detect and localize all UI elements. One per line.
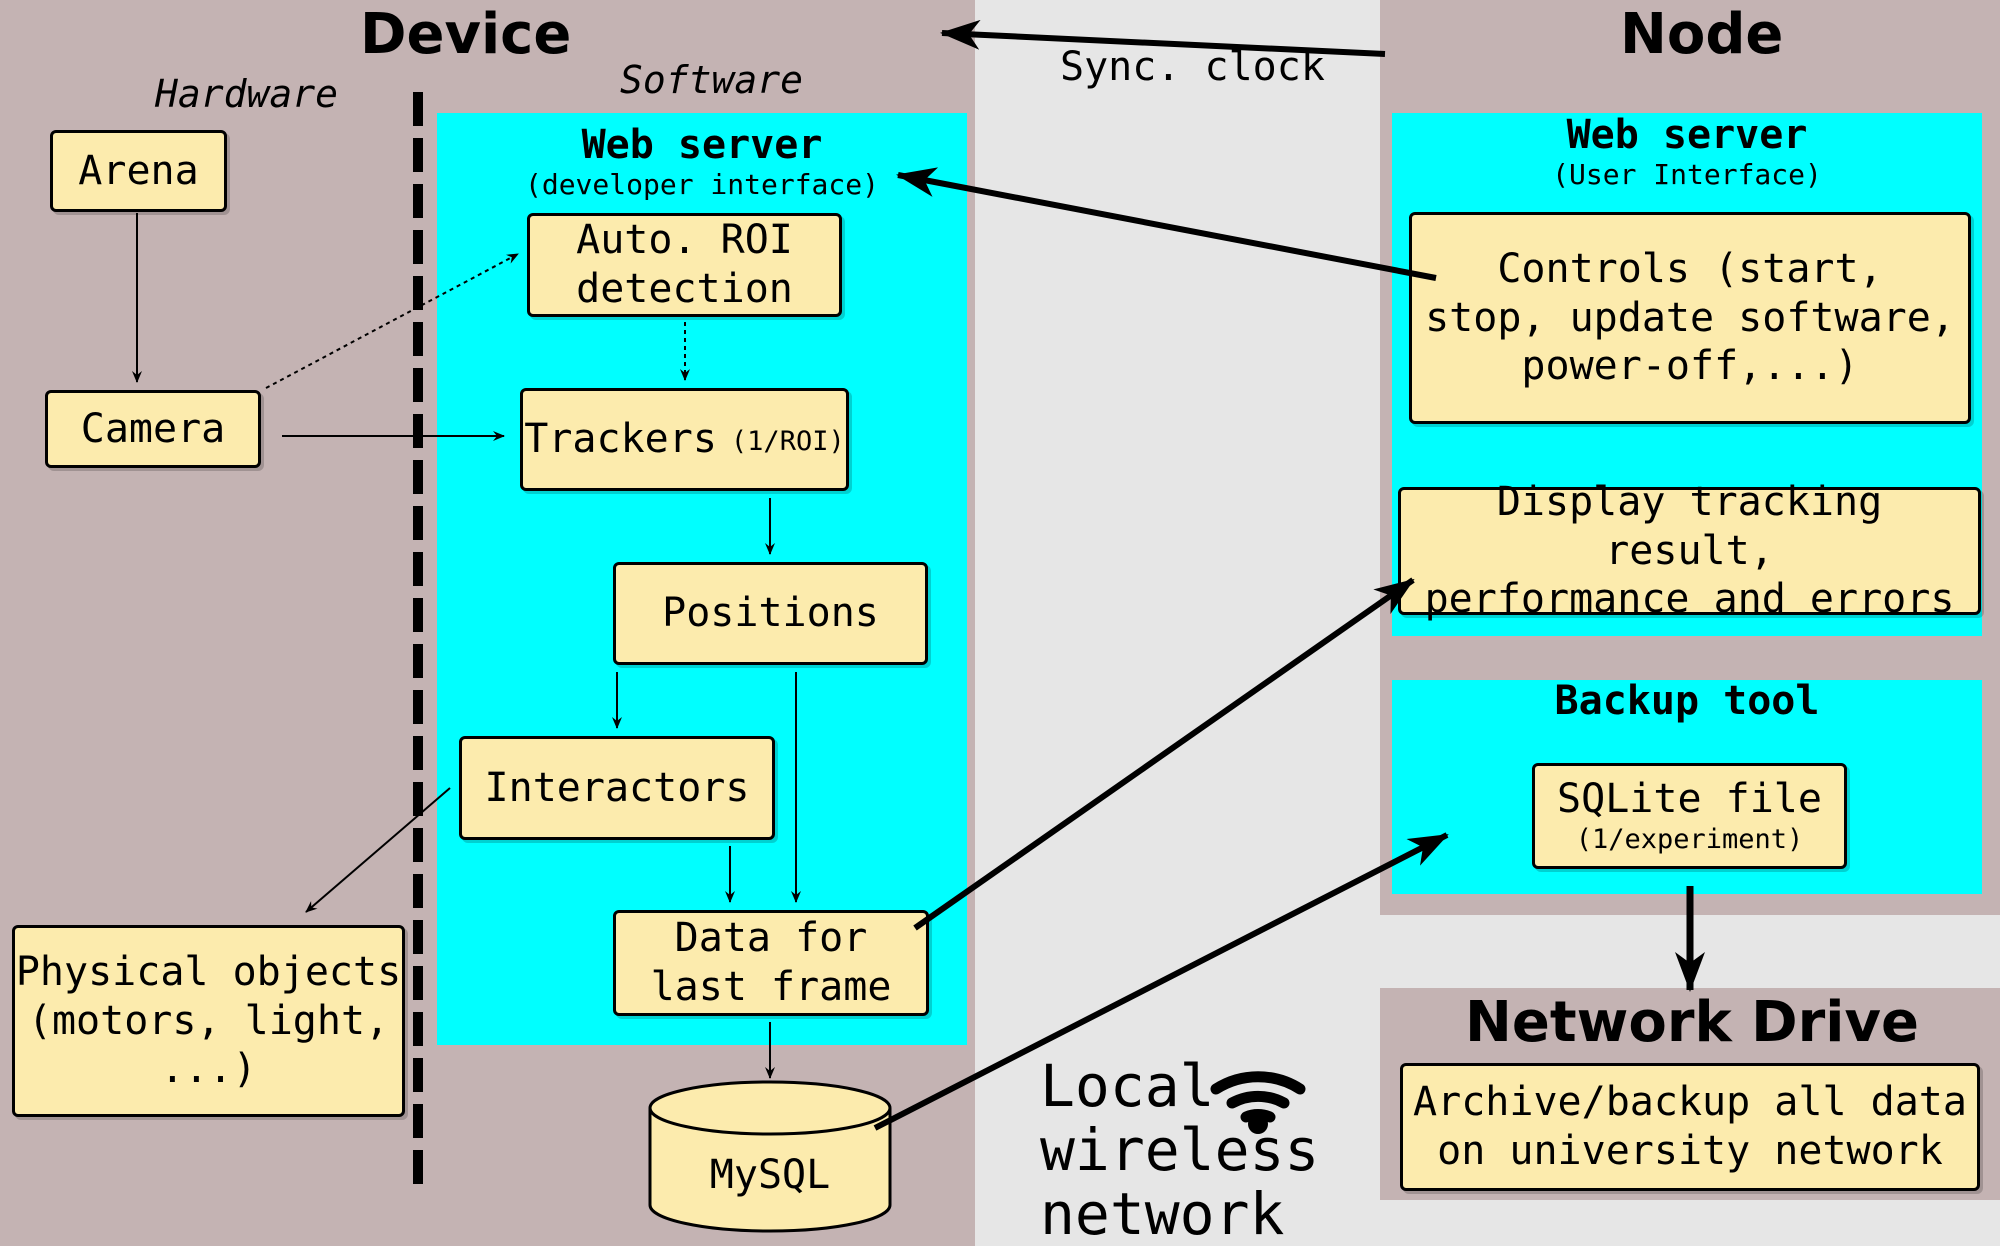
camera-label: Camera <box>80 405 226 452</box>
trackers-label: Trackers <box>524 416 717 463</box>
archive-box: Archive/backup all data on university ne… <box>1400 1063 1980 1191</box>
auto-roi-line-2: detection <box>576 266 793 312</box>
network-drive-title: Network Drive <box>1465 990 1919 1055</box>
network-label: Local wireless network <box>1040 1052 1320 1246</box>
auto-roi-line-1: Auto. ROI <box>576 217 793 264</box>
data-last-frame-line-1: Data for <box>674 915 868 962</box>
arena-box: Arena <box>50 130 227 212</box>
software-label: Software <box>620 58 804 102</box>
sync-clock-label: Sync. clock <box>1060 44 1325 90</box>
positions-box: Positions <box>613 562 928 665</box>
physical-objects-line-1: Physical objects <box>15 948 402 995</box>
camera-box: Camera <box>45 390 261 468</box>
node-web-server-heading: Web server (User Interface) <box>1392 112 1982 191</box>
backup-tool-title: Backup tool <box>1554 678 1820 724</box>
network-line-3: network <box>1040 1179 1285 1246</box>
interactors-box: Interactors <box>459 736 775 840</box>
data-last-frame-box: Data for last frame <box>613 910 929 1016</box>
device-title: Device <box>360 2 572 67</box>
trackers-box: Trackers (1/ROI) <box>520 388 849 491</box>
node-web-server-subtitle: (User Interface) <box>1552 158 1822 191</box>
controls-line-1: Controls (start, <box>1497 245 1883 292</box>
display-box: Display tracking result, performance and… <box>1398 479 1981 622</box>
controls-line-2: stop, update software, <box>1425 294 1955 341</box>
archive-line-2: on university network <box>1437 1128 1943 1174</box>
archive-line-1: Archive/backup all data <box>1413 1079 1967 1126</box>
physical-objects-line-3: ...) <box>160 1046 257 1093</box>
interactors-label: Interactors <box>484 764 750 811</box>
node-title: Node <box>1620 2 1784 67</box>
arena-label: Arena <box>78 147 199 194</box>
network-line-1: Local <box>1040 1052 1215 1120</box>
arrow-controls-device-web-server <box>896 167 1437 281</box>
node-web-server-title: Web server <box>1566 112 1808 158</box>
physical-objects-box: Physical objects (motors, light, ...) <box>12 925 405 1117</box>
hardware-label: Hardware <box>155 72 339 116</box>
data-last-frame-line-2: last frame <box>650 964 892 1010</box>
arrow-data-display <box>913 577 1415 931</box>
auto-roi-box: Auto. ROI detection <box>527 213 842 317</box>
device-web-server-subtitle: (developer interface) <box>524 168 879 201</box>
controls-box: Controls (start, stop, update software, … <box>1409 212 1971 424</box>
physical-objects-line-2: (motors, light, <box>27 997 390 1044</box>
device-web-server-heading: Web server (developer interface) <box>437 122 967 201</box>
positions-label: Positions <box>662 590 879 637</box>
display-line-2: performance and errors <box>1424 576 1955 623</box>
device-web-server-title: Web server <box>581 122 823 168</box>
controls-line-3: power-off,...) <box>1521 343 1859 390</box>
sqlite-file-note: (1/experiment) <box>1575 823 1804 855</box>
network-line-2: wireless <box>1040 1115 1320 1184</box>
trackers-note: (1/ROI) <box>730 426 845 458</box>
display-line-1: Display tracking result, <box>1496 478 1883 574</box>
sqlite-file-box: SQLite file (1/experiment) <box>1532 763 1847 869</box>
sqlite-file-label: SQLite file <box>1557 776 1822 823</box>
